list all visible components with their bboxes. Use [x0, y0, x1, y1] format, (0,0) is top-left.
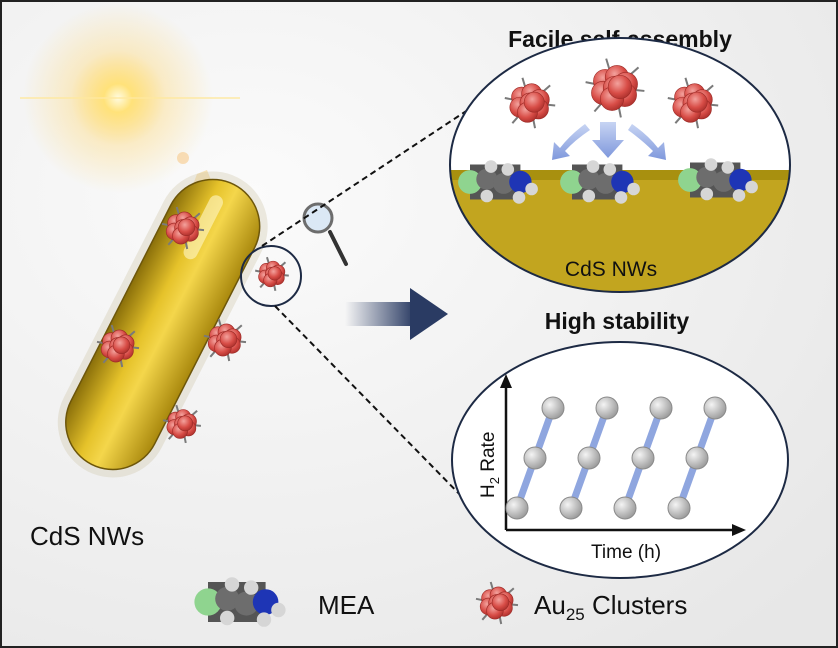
stability-point-4	[559, 496, 583, 520]
legend-au-label: Au25 Clusters	[534, 590, 687, 624]
surface-mea-1	[458, 160, 538, 204]
process-arrow	[345, 288, 448, 340]
guide-line-top	[261, 91, 496, 247]
legend-au-main: Au	[534, 590, 566, 620]
legend-au-cluster	[475, 581, 519, 625]
y-axis-prefix: H	[478, 484, 499, 498]
stability-point-2	[523, 446, 547, 470]
stability-point-10	[667, 496, 691, 520]
stability-point-8	[631, 446, 655, 470]
label-surface-cds: CdS NWs	[565, 258, 657, 281]
magnify-region	[240, 245, 302, 307]
top-cluster-2	[585, 58, 645, 118]
au25-cluster-icon	[475, 581, 519, 625]
legend-au-rest: Clusters	[585, 590, 688, 620]
x-axis-label: Time (h)	[591, 542, 661, 563]
top-cluster-3	[667, 77, 719, 129]
stability-point-1	[505, 496, 529, 520]
top-clusters	[504, 58, 719, 129]
rod-cluster-3	[203, 318, 247, 362]
legend-mea-label: MEA	[318, 590, 375, 620]
mea-molecule-icon	[194, 577, 286, 627]
stability-panel	[451, 341, 789, 579]
rod-cluster-2	[96, 324, 140, 368]
stability-point-12	[703, 396, 727, 420]
stability-point-5	[577, 446, 601, 470]
stability-point-6	[595, 396, 619, 420]
assembly-arrows	[552, 122, 666, 160]
rod-cluster-5	[255, 256, 289, 291]
y-axis-label: H2 Rate	[478, 432, 502, 498]
surface-mea-2	[560, 160, 640, 204]
stability-series	[505, 396, 727, 520]
surface-mea	[458, 158, 758, 204]
cds-nanowire	[57, 171, 268, 478]
surface-mea-3	[678, 158, 758, 202]
rod-cluster-1	[161, 206, 205, 250]
stability-point-11	[685, 446, 709, 470]
guide-line-bottom	[274, 305, 476, 511]
legend-au-sub: 25	[566, 605, 585, 624]
stability-point-3	[541, 396, 565, 420]
title-high-stability: High stability	[545, 308, 690, 334]
label-cds-nws: CdS NWs	[30, 521, 144, 551]
stability-point-9	[649, 396, 673, 420]
y-axis-sub: 2	[487, 477, 502, 484]
top-cluster-1	[504, 77, 556, 129]
rod-clusters	[96, 206, 289, 444]
legend-mea-molecule	[194, 577, 286, 627]
rod-cluster-4	[162, 404, 201, 444]
y-axis-suffix: Rate	[478, 432, 499, 477]
stability-point-7	[613, 496, 637, 520]
